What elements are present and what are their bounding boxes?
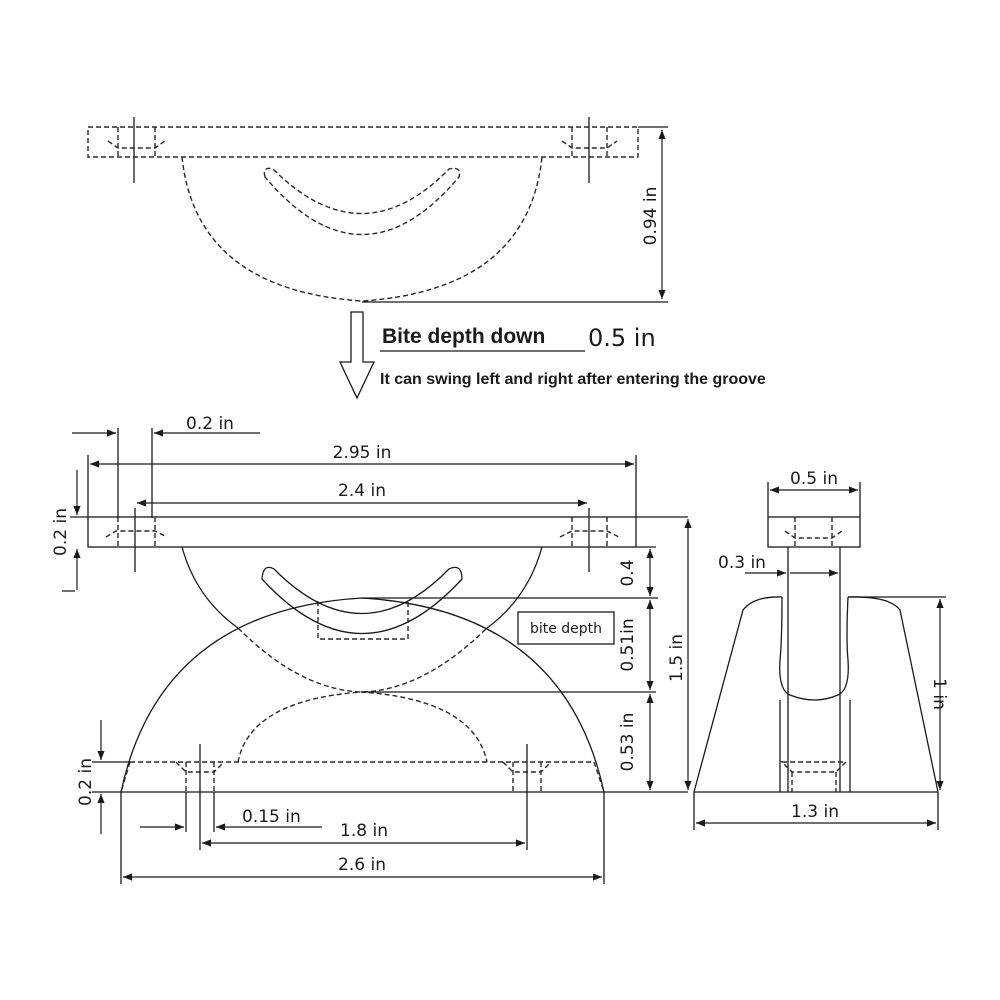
bite-depth-value: 0.5 in [588,324,656,352]
bottom-thickness-ext [92,761,130,793]
right-ext-lines [362,516,688,793]
lower-inner-arch-hidden [237,691,488,763]
pin-offset-dim: 0.2 in [186,414,234,434]
side-pin-stem [787,547,841,792]
bite-depth-note: Bite depth down 0.5 in It can swing left… [338,311,766,400]
swing-note: It can swing left and right after enteri… [380,371,766,388]
side-top-plate [767,516,861,548]
side-base-hole [780,761,848,792]
bite-depth-box-label: bite depth [530,621,602,637]
upper-semicircle-right [486,546,543,629]
bottom-hole-dia-dim: 0.15 in [242,807,301,827]
bottom-width-ext [120,792,605,884]
side-top-ext [767,482,861,517]
upper-semicircle-hidden [237,627,488,693]
total-height-dim: 1.5 in [667,634,687,682]
top-width-ext [87,455,637,517]
side-view: 0.5 in 0.3 in 1 in 1.3 in [693,469,949,830]
top-view-right-hole [561,127,618,157]
upper-right-hole [559,517,620,547]
bottom-hole-spacing-dim: 1.8 in [340,821,388,841]
top-view-groove [263,167,461,236]
bite-depth-label: Bite depth down [382,325,545,348]
upper-plate [87,516,637,548]
side-body-outline [693,596,939,793]
down-arrow-icon [338,311,376,400]
top-view-left-hole [107,127,166,157]
dim-051: 0.51in [618,618,638,671]
lower-plate-hidden [120,761,605,793]
pin-offset-ext [117,428,153,518]
upper-semicircle-left [181,546,239,629]
top-thickness-ext [62,516,88,592]
side-top-width-dim: 0.5 in [790,469,838,489]
lower-center-lines [199,744,528,810]
top-width-dim: 2.95 in [333,443,392,463]
side-base-width-dim: 1.3 in [791,802,839,822]
bottom-width-dim: 2.6 in [338,855,386,875]
bottom-hole-ext [185,792,215,832]
top-view-center-lines [133,117,590,183]
side-height-dim: 1 in [929,678,949,710]
bottom-thickness-dim: 0.2 in [76,758,96,806]
side-base-inner [779,700,851,792]
top-view-plate [87,126,639,158]
side-slot-width-dim: 0.3 in [718,553,766,573]
side-base-ext [693,792,939,830]
top-view: 0.94 in [87,117,668,303]
dim-053: 0.53 in [618,713,638,772]
upper-groove [261,566,463,634]
side-groove [779,596,849,701]
top-view-height-dim: 0.94 in [641,187,661,246]
front-view: 0.2 in 2.95 in 2.4 in 0.2 in 0.4 0.51in … [51,414,692,884]
top-view-ext-lines [362,126,668,303]
top-thickness-dim: 0.2 in [51,508,71,556]
bite-depth-box [517,611,615,645]
upper-center-lines [134,508,590,572]
upper-left-hole [105,517,168,547]
side-top-hole [784,517,843,547]
top-view-semicircle [181,156,543,302]
top-hole-spacing-dim: 2.4 in [338,481,386,501]
dim-04: 0.4 [618,559,638,586]
bite-depth-hidden-box [317,601,409,640]
bottom-spacing-ext [199,810,528,850]
